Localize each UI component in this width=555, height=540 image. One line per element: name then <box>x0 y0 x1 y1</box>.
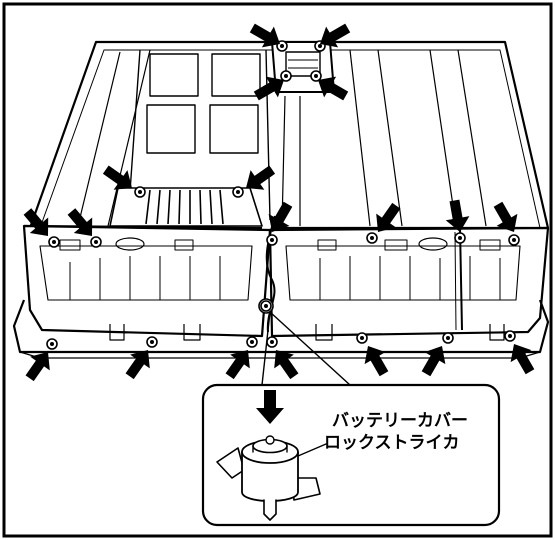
arrow-icon <box>376 202 401 232</box>
battery-pack <box>12 40 550 359</box>
arrow-icon <box>253 76 284 101</box>
arrow-icon <box>364 346 389 377</box>
bolt-center <box>270 340 274 344</box>
bolt-center <box>270 238 274 242</box>
arrow-icon <box>421 346 446 377</box>
arrow-icon <box>102 165 132 190</box>
striker-label-line1: バッテリーカバー <box>332 411 468 431</box>
bolt-center <box>250 340 254 344</box>
front-face <box>22 224 272 338</box>
bolt-center <box>150 340 154 344</box>
bolt-center <box>284 74 288 78</box>
bolt-center <box>236 190 240 194</box>
bolt-center <box>94 240 98 244</box>
arrow-icon <box>274 350 299 380</box>
bolt-center <box>458 236 462 240</box>
bolts-group <box>46 40 520 350</box>
arrow-icon <box>318 76 349 101</box>
callout-leader <box>261 311 351 386</box>
arrow-icon <box>445 199 470 232</box>
arrow-icon <box>125 350 150 380</box>
arrows-group <box>23 23 535 382</box>
bolt-center <box>50 342 54 346</box>
arrow-icon <box>25 352 50 382</box>
arrow-icon <box>67 208 93 236</box>
bolt-center <box>508 334 512 338</box>
detail-bolt-icon <box>265 435 275 445</box>
bolt-center <box>52 240 56 244</box>
bolt-center <box>314 74 318 78</box>
detail-arrow-icon <box>256 390 284 424</box>
arrow-icon <box>268 201 293 232</box>
arrow-icon <box>320 23 351 48</box>
bolt-center <box>138 190 142 194</box>
arrow-icon <box>493 201 518 232</box>
bolt-center <box>370 236 374 240</box>
bolt-center <box>446 336 450 340</box>
bolt-center <box>512 238 516 242</box>
arrow-icon <box>249 23 280 48</box>
striker-label-line2: ロックストライカ <box>324 433 460 453</box>
bolt-center <box>360 336 364 340</box>
bolt-center <box>264 304 268 308</box>
arrow-icon <box>23 208 49 236</box>
arrow-icon <box>225 350 250 380</box>
bolt-center <box>280 44 284 48</box>
arrow-icon <box>246 165 276 190</box>
bolt-center <box>318 44 322 48</box>
arrow-icon <box>510 344 535 375</box>
